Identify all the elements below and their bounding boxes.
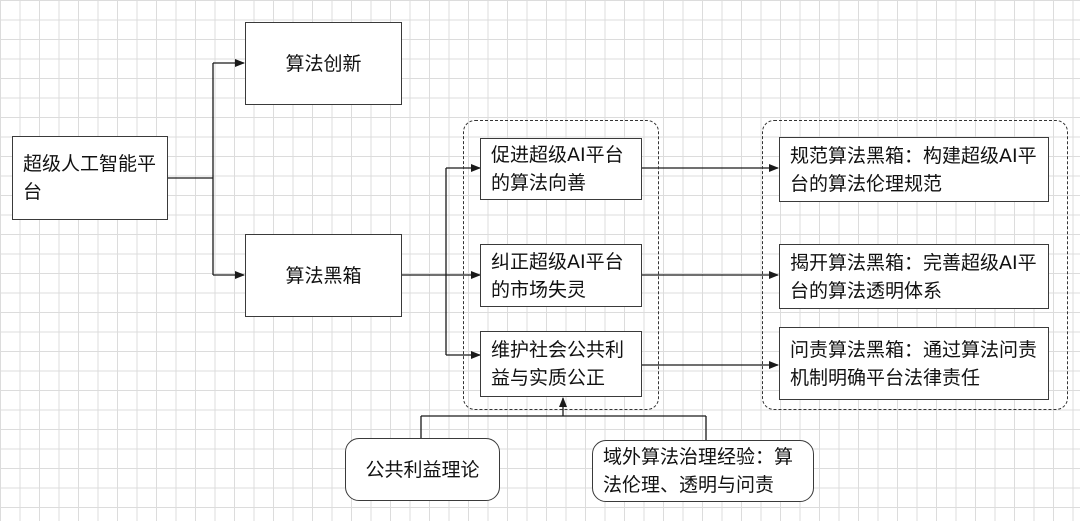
node-innovation: 算法创新 (245, 22, 402, 105)
node-blackbox: 算法黑箱 (245, 234, 402, 317)
node-foreign: 域外算法治理经验：算法伦理、透明与问责 (592, 440, 814, 502)
node-measure1: 规范算法黑箱：构建超级AI平台的算法伦理规范 (779, 137, 1049, 202)
node-goal3: 维护社会公共利益与实质公正 (480, 331, 642, 397)
goals-group (463, 120, 659, 410)
node-theory: 公共利益理论 (345, 438, 500, 501)
node-platform: 超级人工智能平台 (12, 136, 168, 220)
measures-group (762, 120, 1068, 410)
node-measure2: 揭开算法黑箱：完善超级AI平台的算法透明体系 (779, 244, 1049, 309)
node-goal2: 纠正超级AI平台的市场失灵 (480, 244, 642, 307)
node-goal1: 促进超级AI平台的算法向善 (480, 138, 642, 200)
node-measure3: 问责算法黑箱：通过算法问责机制明确平台法律责任 (779, 327, 1049, 400)
